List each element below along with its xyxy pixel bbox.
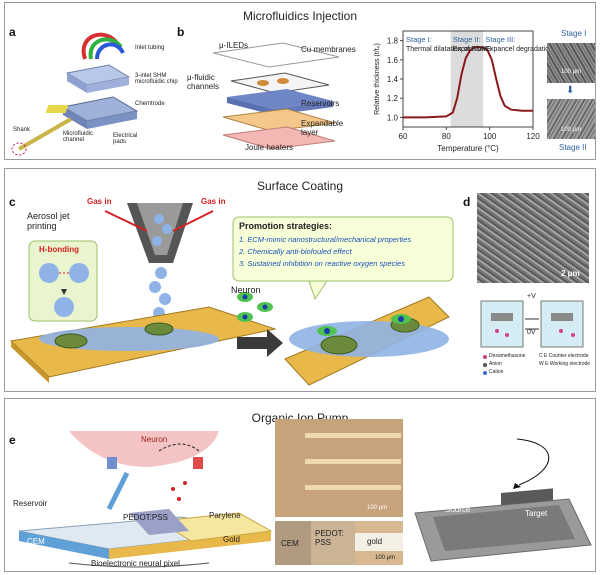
layered-device-illustration [212, 42, 340, 150]
panel-title: Surface Coating [256, 179, 344, 193]
label-channels: μ-fluidic channels [187, 73, 220, 91]
e-scale1: 100 μm [367, 505, 388, 511]
gas-in-left: Gas in [87, 197, 112, 206]
hbonding-label: H-bonding [39, 245, 79, 254]
panel-organic-ion-pump: Organic Ion Pump e Neuron Reservoir PEDO… [4, 398, 596, 572]
label-b: b [177, 25, 185, 39]
x-tick-label: 100 [483, 132, 497, 141]
sem-d-scale: 2 μm [561, 269, 580, 278]
y-axis-label: Relative thickness (t/t₀) [374, 43, 381, 115]
series-line [403, 46, 533, 119]
label-reservoirs: Reservoirs [301, 99, 340, 108]
e-pedot: PEDOT:PSS [123, 513, 168, 522]
label-joule: Joule heaters [245, 143, 294, 152]
arrow-down-icon: ⬇ [566, 85, 575, 96]
stage1-desc: Thermal dilatation of PDMS [406, 46, 492, 53]
x-axis-label: Temperature (°C) [437, 144, 499, 153]
y-tick-label: 1.2 [387, 94, 399, 103]
e-cem: CEM [27, 537, 45, 546]
x-tick-label: 80 [442, 132, 451, 141]
y-tick-label: 1.4 [387, 75, 399, 84]
e-neuron: Neuron [141, 435, 168, 444]
d-plus-v: +V [527, 293, 536, 300]
label-c: c [9, 195, 16, 209]
sem-scale2: 100 μm [561, 127, 582, 133]
e-target: Target [525, 509, 548, 518]
x-tick-label: 60 [399, 132, 408, 141]
label-a: a [9, 25, 16, 39]
sem-image-stage1 [547, 43, 595, 83]
label-channel: Microfluidic channel [63, 131, 94, 143]
d-legend-anion: Anion [489, 361, 502, 367]
panel-title: Microfluidics Injection [242, 9, 358, 23]
e-cem2: CEM [281, 539, 299, 548]
label-chemtrode: Chemtrode [135, 101, 165, 107]
release-cells-illustration [480, 300, 584, 375]
stage2-title: Stage II: [453, 35, 481, 44]
label-pads: Electrical pads [113, 133, 138, 145]
sem-image-stage2 [547, 99, 595, 139]
y-tick-label: 1.0 [387, 113, 399, 122]
panel-microfluidics-injection: Microfluidics Injection a Inlet tubing 3… [4, 2, 596, 160]
d-legend-ce: C E Counter electrode [539, 353, 589, 359]
aerosol-label: Aerosol jet printing [27, 211, 70, 231]
e-reservoir: Reservoir [13, 499, 48, 508]
d-legend-we: W E Working electrode [539, 361, 591, 367]
micrograph-bottom [275, 521, 403, 565]
label-expandable: Expandable layer [301, 119, 344, 137]
stage3-desc: Expancel degradation [485, 46, 553, 53]
panel-surface-coating: Surface Coating c d [4, 168, 596, 392]
label-d: d [463, 195, 471, 209]
device-photo [414, 438, 592, 562]
sem-fibers-image [477, 193, 589, 283]
aerosol-printing-illustration [9, 203, 454, 386]
e-source: Source [445, 505, 471, 514]
neuron-label: Neuron [231, 285, 261, 295]
d-zero-v: 0V [527, 329, 536, 336]
e-gold: Gold [223, 535, 240, 544]
e-scale2: 100 μm [375, 555, 396, 561]
ion-pump-illustration [18, 431, 273, 568]
e-pedot2: PEDOT: PSS [315, 529, 344, 547]
label-ileds: μ-ILEDs [219, 41, 249, 50]
stage3-title: Stage III: [485, 35, 515, 44]
y-tick-label: 1.8 [387, 37, 399, 46]
sem-stage2-label: Stage II [559, 143, 587, 152]
x-tick-label: 120 [526, 132, 540, 141]
y-tick-label: 1.6 [387, 56, 399, 65]
label-cu: Cu membranes [301, 45, 356, 54]
label-chip: 3-inlet SHM microfluidic chip [135, 73, 178, 85]
promo-item-1: 1. ECM-mimic nanostructural/mechanical p… [239, 235, 412, 244]
micrograph-top [275, 419, 403, 517]
d-legend-dex: Dexamethasone [489, 353, 526, 359]
stage2-desc: Expansion [453, 46, 486, 53]
d-legend-cation: Cation [489, 369, 504, 375]
e-parylene: Parylene [209, 511, 241, 520]
label-inlet-tubing: Inlet tubing [135, 45, 165, 51]
sem-stage1-label: Stage I [561, 29, 587, 38]
promo-item-2: 2. Chemically anti-biofouled effect [239, 247, 352, 256]
promo-title: Promotion strategies: [239, 221, 333, 231]
sem-scale1: 100 μm [561, 69, 582, 75]
e-pixel: Bioelectronic neural pixel [91, 559, 180, 568]
label-e: e [9, 433, 16, 447]
gas-in-right: Gas in [201, 197, 226, 206]
e-gold2: gold [367, 537, 383, 546]
promo-item-3: 3. Sustained inhibition on reactive oxyg… [239, 259, 405, 268]
label-shank: Shank [13, 127, 31, 133]
chemtrode-device-illustration [11, 32, 139, 156]
stage1-title: Stage I: [406, 35, 432, 44]
